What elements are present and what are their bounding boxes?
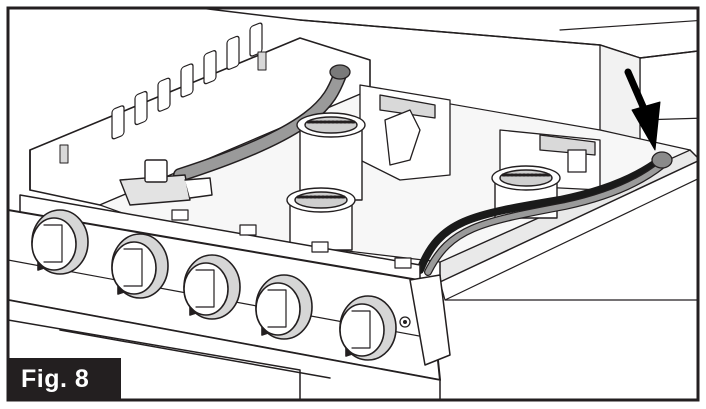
down-left-arrow-icon [624,68,661,151]
control-knob-2 [111,233,169,299]
control-knob-4 [255,274,313,340]
burner-venturi-2 [286,187,356,251]
control-knob-5 [339,295,397,361]
regulator [119,159,213,206]
figure-label: Fig. 8 [9,358,121,400]
gas-hose-front-black [416,156,664,274]
panel-side-bracket [409,274,451,366]
control-knob-3 [183,254,241,320]
control-knob-1 [31,209,89,275]
burner-venturi-1 [296,112,366,201]
manifold-clips [171,209,412,269]
figure-border [6,6,700,402]
hose-end [329,64,351,80]
back-wall-clip [59,144,69,164]
vent-slots [111,22,263,140]
back-wall-clip [257,51,267,71]
rear-brackets [359,84,601,191]
hose-end-right [651,151,673,169]
